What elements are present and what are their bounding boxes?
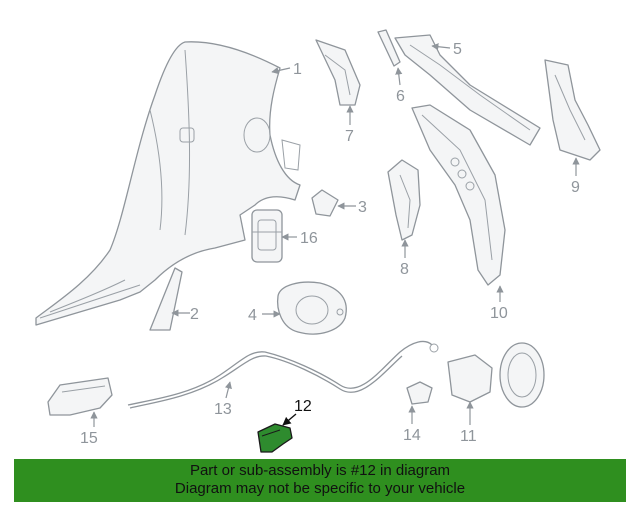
part-10-pillar (411, 104, 506, 286)
callout-15: 15 (80, 430, 98, 447)
part-15-handle (47, 377, 113, 416)
callout-labels: 1 2 3 4 5 6 7 8 9 10 11 12 13 14 15 16 (80, 41, 580, 447)
part-16-housing (251, 209, 283, 263)
quarter-panel-part-1 (35, 41, 301, 326)
callout-2: 2 (190, 306, 199, 323)
callout-4: 4 (248, 307, 257, 324)
part-12-highlighted (257, 423, 293, 453)
banner-line-2: Diagram may not be specific to your vehi… (174, 480, 466, 497)
callout-3: 3 (358, 199, 367, 216)
part-info-banner: Part or sub-assembly is #12 in diagram D… (14, 459, 626, 502)
callout-13: 13 (214, 401, 232, 418)
part-14-actuator (406, 381, 433, 405)
callout-5: 5 (453, 41, 462, 58)
callout-9: 9 (571, 179, 580, 196)
callout-14: 14 (403, 427, 421, 444)
part-13-release-cable (127, 340, 439, 409)
callout-11: 11 (460, 428, 477, 445)
callout-10: 10 (490, 305, 508, 322)
part-7-bracket (315, 39, 361, 106)
callout-12: 12 (294, 398, 312, 415)
callout-7: 7 (345, 128, 354, 145)
callout-6: 6 (396, 88, 405, 105)
banner-line-1: Part or sub-assembly is #12 in diagram (189, 462, 451, 479)
callout-16: 16 (300, 230, 318, 247)
leader-lines (90, 43, 580, 427)
part-4-fuel-pocket (276, 281, 347, 335)
part-6-pin (377, 29, 401, 67)
part-2-brace (149, 267, 183, 331)
callout-1: 1 (293, 61, 302, 78)
part-8-bracket (387, 159, 421, 241)
part-9-bracket (544, 59, 601, 161)
callout-8: 8 (400, 261, 409, 278)
part-11-fuel-door (447, 342, 545, 408)
part-3-bracket (311, 189, 339, 217)
